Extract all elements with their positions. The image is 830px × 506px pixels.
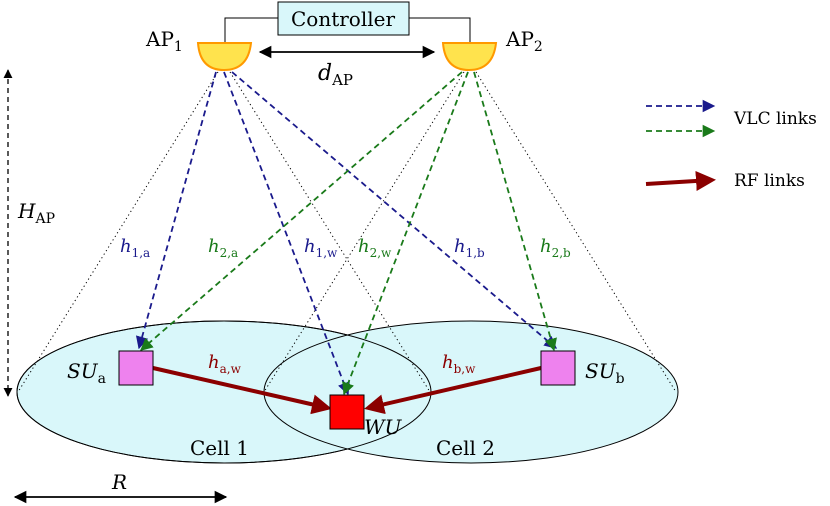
h1b-label: h1,b [454, 236, 485, 260]
ap2-label: AP2 [505, 27, 543, 55]
hbw-label: hb,w [442, 352, 476, 376]
r-label: R [111, 470, 127, 494]
rf-links [152, 366, 542, 415]
d-ap-label: dAP [318, 61, 353, 89]
ap2-vlc-links [140, 71, 557, 396]
ap1-label: AP1 [145, 27, 183, 55]
h1a-label: h1,a [120, 236, 150, 260]
legend-rf-label: RF links [734, 171, 805, 191]
controller-box [277, 1, 410, 36]
ap1-vlc-links [135, 71, 557, 396]
controller-link [224, 17, 471, 47]
controller-label: Controller [291, 7, 395, 31]
haw-label: ha,w [208, 352, 242, 376]
wu-node [329, 394, 365, 430]
ap1-lamp-icon [196, 42, 253, 72]
su-a-label: SUa [67, 359, 106, 387]
su-b-node [540, 350, 576, 386]
su-b-label: SUb [585, 359, 625, 387]
h-ap-label: HAP [17, 199, 55, 227]
cell-2-label: Cell 2 [436, 436, 495, 460]
wu-label: WU [364, 415, 403, 439]
legend: VLC links RF links [645, 99, 817, 191]
su-a-node [118, 350, 154, 386]
h1w-label: h1,w [304, 236, 338, 260]
ap2-lamp-icon [441, 42, 498, 72]
cell-1-label: Cell 1 [190, 436, 249, 460]
legend-rf-line [645, 170, 716, 191]
legend-vlc-label: VLC links [733, 109, 817, 129]
h2b-label: h2,b [540, 236, 571, 260]
h2a-label: h2,a [208, 236, 238, 260]
h2w-label: h2,w [358, 236, 392, 260]
